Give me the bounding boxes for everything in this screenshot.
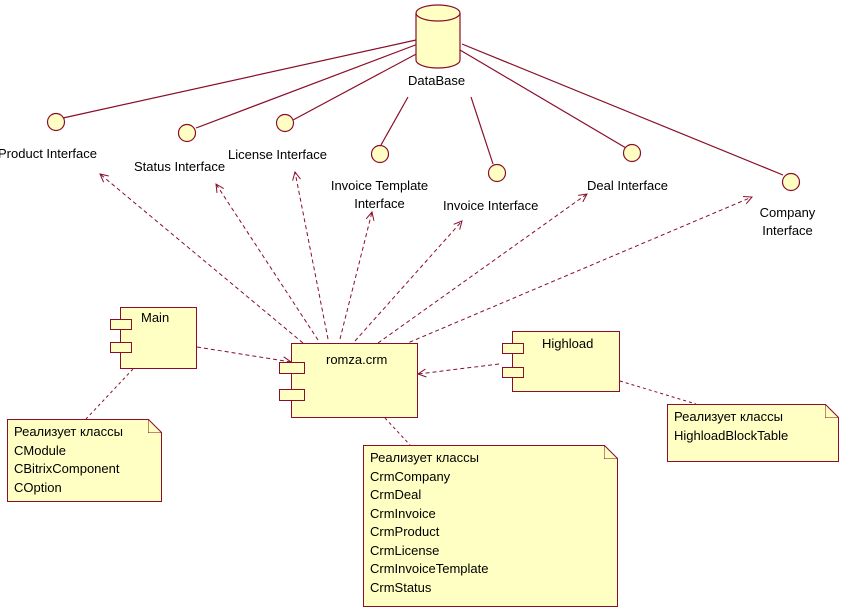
note-link-romza <box>384 417 411 446</box>
romza-component-tab-bottom <box>279 389 305 401</box>
dependency-arrows <box>100 172 752 374</box>
product-interface-label: Product Interface <box>0 146 97 161</box>
romza-note-fold <box>604 445 618 459</box>
main-note: Реализует классы CModule CBitrixComponen… <box>7 419 162 502</box>
interface-circles <box>46 112 801 192</box>
deal-interface-circle[interactable] <box>622 143 642 163</box>
highload-component-label: Highload <box>542 336 594 351</box>
status-interface-label: Status Interface <box>134 159 226 174</box>
db-link-status <box>195 43 419 129</box>
main-component-tab-bottom <box>110 342 132 353</box>
dep-invoice-template <box>339 212 372 340</box>
highload-component-tab-bottom <box>502 367 524 378</box>
company-interface-circle[interactable] <box>781 172 801 192</box>
license-interface-label: License Interface <box>228 147 328 162</box>
dep-company <box>402 197 752 346</box>
romza-note: Реализует классы CrmCompany CrmDeal CrmI… <box>363 445 618 607</box>
db-link-license <box>292 51 421 121</box>
db-link-product <box>62 39 417 119</box>
dep-status <box>216 184 319 341</box>
database-links <box>62 39 784 176</box>
db-link-invoice-template <box>380 96 409 146</box>
note-line: HighloadBlockTable <box>674 427 789 443</box>
dep-invoice <box>354 221 462 342</box>
highload-note: Реализует классы HighloadBlockTable <box>667 404 839 462</box>
database-label: DataBase <box>408 73 466 88</box>
note-link-highload <box>619 380 697 405</box>
main-component-label: Main <box>141 310 170 325</box>
note-line: CrmStatus <box>370 579 432 595</box>
highload-component[interactable]: Highload <box>502 331 620 392</box>
romza-component-tab-top <box>279 362 305 374</box>
dep-deal <box>377 194 587 344</box>
dep-highload-to-romza <box>418 363 500 374</box>
dep-product <box>100 174 304 344</box>
note-line: CrmInvoiceTemplate <box>370 561 489 576</box>
highload-note-fold <box>825 404 839 418</box>
dep-main-to-romza <box>196 346 291 362</box>
status-interface-circle[interactable] <box>177 123 197 143</box>
note-line: CrmLicense <box>370 542 440 558</box>
invoice-template-interface-label: Invoice Template Interface <box>330 178 429 211</box>
invoice-template-interface-circle[interactable] <box>370 144 390 164</box>
note-link-main <box>85 368 134 420</box>
main-component-tab-top <box>110 319 132 330</box>
product-interface-circle[interactable] <box>46 112 66 132</box>
note-line: Реализует классы <box>674 409 783 424</box>
note-line: COption <box>14 479 62 495</box>
note-line: CrmDeal <box>370 487 422 502</box>
romza-crm-component[interactable]: romza.crm <box>279 343 418 418</box>
note-line: CBitrixComponent <box>14 461 120 476</box>
db-link-invoice <box>470 96 494 165</box>
note-line: Реализует классы <box>14 424 123 439</box>
db-link-deal <box>459 49 627 149</box>
invoice-interface-label: Invoice Interface <box>443 198 539 213</box>
company-interface-label: Company Interface <box>759 205 816 238</box>
romza-component-label: romza.crm <box>326 352 388 367</box>
note-line: CrmInvoice <box>370 505 436 521</box>
main-note-fold <box>148 419 162 433</box>
dep-license <box>295 172 329 340</box>
license-interface-circle[interactable] <box>275 113 295 133</box>
note-line: CrmProduct <box>370 524 440 539</box>
highload-component-tab-top <box>502 343 524 354</box>
database-icon <box>415 4 461 69</box>
note-line: Реализует классы <box>370 450 479 465</box>
deal-interface-label: Deal Interface <box>587 178 668 193</box>
note-line: CModule <box>14 442 67 458</box>
note-line: CrmCompany <box>370 468 451 484</box>
note-connectors <box>85 368 697 446</box>
main-component[interactable]: Main <box>110 307 197 369</box>
invoice-interface-circle[interactable] <box>487 163 507 183</box>
db-link-company <box>461 43 784 176</box>
